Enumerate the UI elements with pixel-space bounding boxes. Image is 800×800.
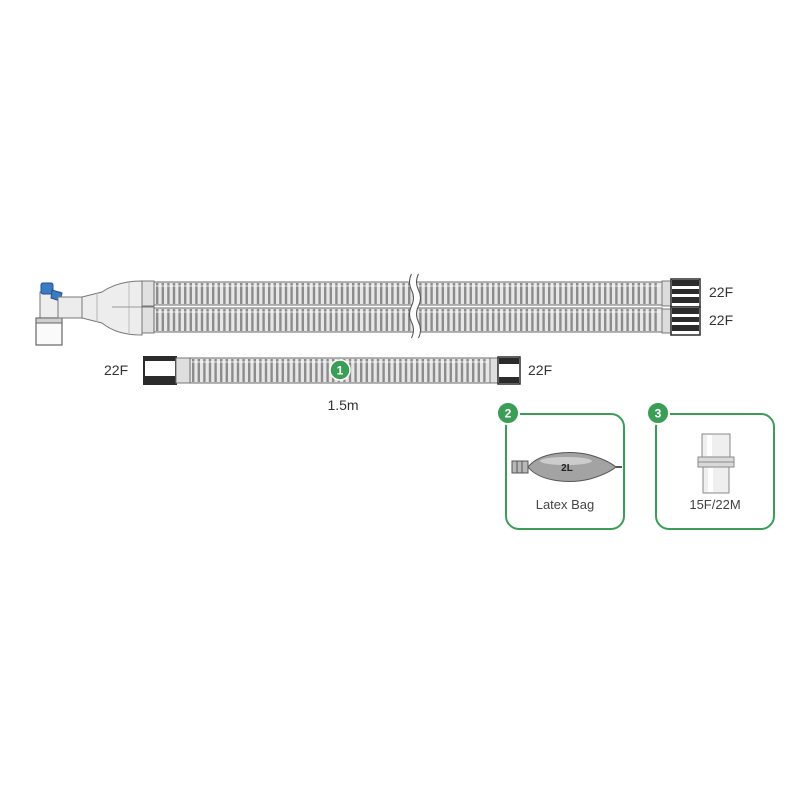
upper-limb-cuff — [141, 280, 155, 307]
lower-connector-band — [672, 308, 699, 314]
sampling-port-cap-icon — [40, 282, 54, 295]
connector-bottom-section — [702, 466, 730, 494]
badge-2-circle — [496, 401, 520, 425]
bag-neck — [511, 460, 529, 474]
upper-connector-band — [672, 289, 699, 294]
latex-bag-label: Latex Bag — [536, 497, 595, 512]
connector-top-highlight — [707, 435, 712, 456]
lower-connector-collar — [661, 308, 672, 334]
length-break-mark — [409, 272, 421, 340]
upper-connector-band — [672, 297, 699, 303]
elbow-swivel-coupler — [57, 296, 83, 319]
dual-limb-circuit: 22F 22F — [35, 272, 733, 346]
right-connector-band — [499, 358, 519, 364]
lower-limb-cuff — [141, 306, 155, 334]
lower-end-connector — [661, 306, 701, 336]
badge-2-number: 2 — [505, 407, 512, 421]
lower-connector-band — [672, 325, 699, 331]
upper-end-connector — [661, 278, 701, 308]
break-gap — [409, 272, 421, 340]
connector-top-section — [701, 433, 731, 458]
y-piece — [81, 280, 143, 336]
straight-connector-icon — [697, 433, 735, 494]
connector-label: 15F/22M — [689, 497, 740, 512]
extension-left-connector — [143, 356, 191, 385]
upper-connector-collar — [661, 280, 672, 307]
badge-3-number: 3 — [655, 407, 662, 421]
left-connector-band — [145, 358, 175, 361]
extension-length-label: 1.5m — [327, 397, 358, 413]
lower-end-label: 22F — [709, 312, 733, 328]
bag-volume-label: 2L — [561, 463, 573, 474]
latex-bag-icon: 2L — [511, 452, 622, 482]
upper-connector-band — [672, 280, 699, 286]
lower-connector-band — [672, 317, 699, 322]
badge-1-number: 1 — [337, 364, 344, 378]
badge-3-circle — [646, 401, 670, 425]
right-connector-band — [499, 377, 519, 383]
bag-highlight — [540, 457, 592, 465]
left-connector-collar — [175, 357, 191, 384]
break-edge-left — [409, 273, 414, 339]
accessory-latex-bag-card: 2L Latex Bag 2 — [496, 401, 625, 530]
upper-end-label: 22F — [709, 284, 733, 300]
elbow-port-collar — [35, 317, 63, 324]
upper-limb-tube — [153, 281, 663, 306]
badge-2: 2 — [496, 401, 520, 425]
break-edge-right — [416, 273, 421, 339]
accessory-connector-card: 15F/22M 3 — [646, 401, 775, 530]
right-connector-collar — [489, 357, 499, 384]
y-piece-body — [81, 280, 143, 336]
extension-right-end-label: 22F — [528, 362, 552, 378]
badge-3: 3 — [646, 401, 670, 425]
connector-bottom-highlight — [708, 468, 713, 492]
extension-left-end-label: 22F — [104, 362, 128, 378]
left-connector-band — [145, 376, 175, 383]
badge-1-circle — [329, 359, 351, 381]
extension-tube: 22F 22F 1 1.5m — [104, 356, 552, 413]
lower-limb-tube — [153, 307, 663, 333]
extension-right-connector — [489, 356, 521, 385]
badge-1: 1 — [329, 359, 351, 381]
